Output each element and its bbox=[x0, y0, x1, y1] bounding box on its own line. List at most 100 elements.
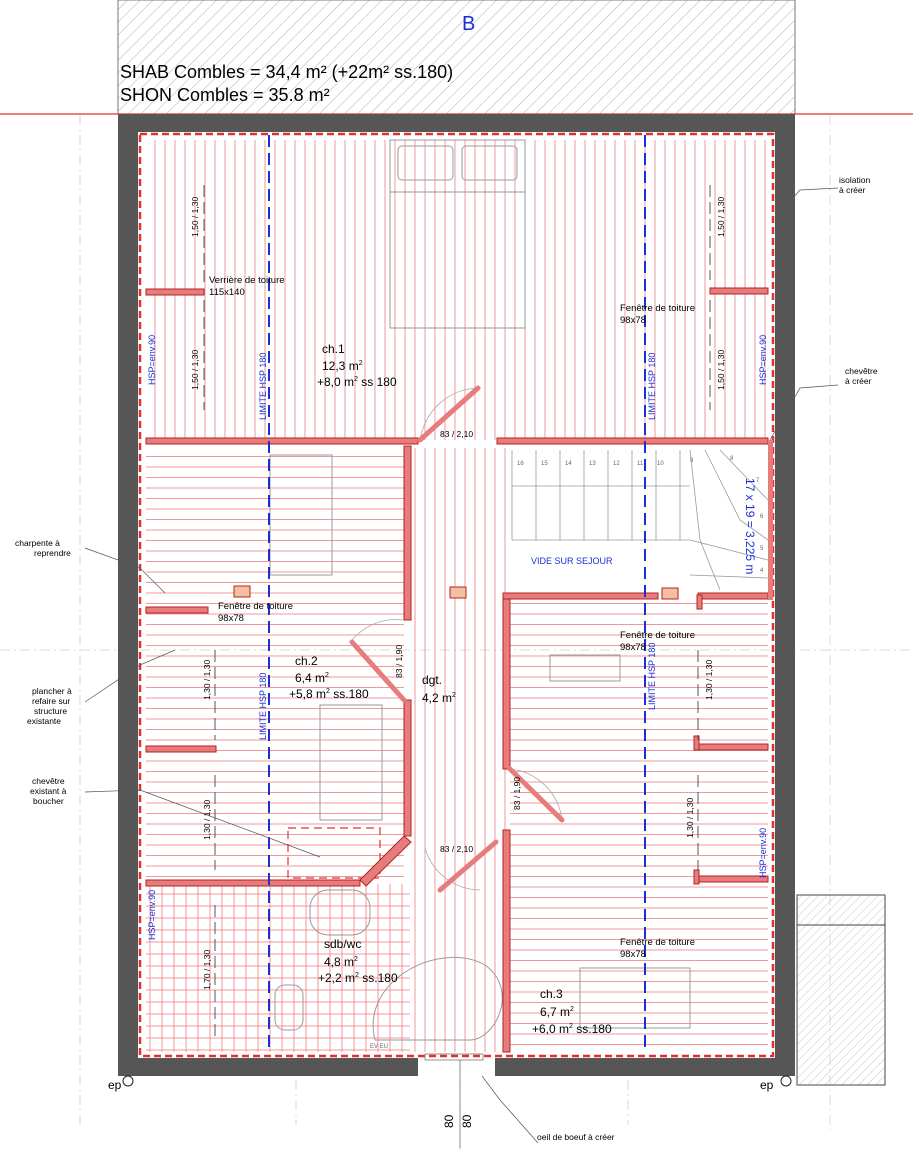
svg-text:+6,0 m2 ss.180: +6,0 m2 ss.180 bbox=[532, 1022, 612, 1036]
annot-charpente: charpente à bbox=[15, 538, 60, 548]
annot-isolation: à créer bbox=[839, 185, 866, 195]
dim-label: 80 bbox=[460, 1114, 474, 1128]
sup: 2 bbox=[359, 360, 363, 367]
room-extra: +5,8 m bbox=[289, 687, 326, 701]
stair-number: 15 bbox=[541, 461, 548, 467]
svg-text:+8,0 m2 ss 180: +8,0 m2 ss 180 bbox=[317, 375, 397, 389]
outer-walls bbox=[118, 114, 795, 1076]
door-swings bbox=[351, 387, 563, 891]
room-ch1: ch.1 12,3 m2 +8,0 m2 ss 180 bbox=[317, 342, 397, 389]
window-size: 115x140 bbox=[209, 287, 245, 298]
window-title: Fenêtre de toiture bbox=[218, 601, 293, 612]
stairs-label: 17 x 19 = 3,225 m bbox=[743, 478, 757, 574]
svg-text:6,4 m2: 6,4 m2 bbox=[295, 671, 329, 685]
window-title: Fenêtre de toiture bbox=[620, 303, 695, 314]
limite-hsp-label: LIMITE HSP 180 bbox=[647, 353, 657, 420]
dim-label: 1,30 / 1,30 bbox=[704, 660, 714, 700]
dim-label: 1,30 / 1,30 bbox=[202, 800, 212, 840]
svg-text:4,8 m2: 4,8 m2 bbox=[324, 955, 358, 969]
furniture bbox=[269, 454, 691, 1041]
room-extra-suffix: ss 180 bbox=[358, 375, 397, 389]
ev-eu-label: EV EU bbox=[370, 1044, 388, 1050]
stair-numbers: 16 15 14 13 12 11 10 9 8 7 6 5 4 bbox=[517, 456, 764, 574]
annot-chevetre: à créer bbox=[845, 376, 872, 386]
annot-isolation: isolation bbox=[839, 175, 870, 185]
room-name: ch.2 bbox=[295, 654, 318, 668]
room-area: 6,4 m bbox=[295, 671, 325, 685]
dim-label: 1,70 / 1,30 bbox=[202, 950, 212, 990]
room-name: dgt. bbox=[422, 673, 442, 687]
stair-wall bbox=[768, 440, 773, 600]
dimension-labels: 1,50 / 1,30 1,50 / 1,30 1,50 / 1,30 1,50… bbox=[190, 197, 726, 1128]
ep-markers bbox=[122, 1075, 792, 1087]
room-name: sdb/wc bbox=[324, 937, 361, 951]
sup: 2 bbox=[452, 692, 456, 699]
dim-label: 1,50 / 1,30 bbox=[716, 350, 726, 390]
window-size: 98x78 bbox=[620, 315, 646, 326]
room-extra-suffix: ss.180 bbox=[573, 1022, 612, 1036]
room-extra: +8,0 m bbox=[317, 375, 354, 389]
dim-label: 83 / 2,10 bbox=[440, 429, 473, 439]
ep-right-label: ep bbox=[760, 1078, 774, 1092]
annot-plancher: structure bbox=[34, 706, 67, 716]
sup: 2 bbox=[326, 688, 330, 695]
sup: 2 bbox=[354, 376, 358, 383]
roof-window-lines bbox=[203, 185, 711, 1040]
hsp-env-label: HSP=env.90 bbox=[147, 335, 157, 385]
oeil-de-boeuf-symbol bbox=[424, 1053, 484, 1148]
room-dgt: dgt. 4,2 m2 bbox=[422, 673, 456, 705]
svg-text:+5,8 m2 ss.180: +5,8 m2 ss.180 bbox=[289, 687, 369, 701]
stair-number: 10 bbox=[657, 461, 664, 467]
stair-number: 6 bbox=[760, 514, 764, 520]
roof-hatch-area bbox=[117, 0, 796, 115]
stair-number: 11 bbox=[637, 461, 644, 467]
annot-plancher: existante bbox=[27, 716, 61, 726]
limite-hsp-label: LIMITE HSP 180 bbox=[258, 353, 268, 420]
room-area: 6,7 m bbox=[540, 1005, 570, 1019]
sup: 2 bbox=[569, 1023, 573, 1030]
room-area: 4,2 m bbox=[422, 691, 452, 705]
window-title: Verrière de toiture bbox=[209, 275, 285, 286]
annot-oeil: oeil de boeuf à créer bbox=[537, 1132, 615, 1142]
interior-walls bbox=[145, 287, 769, 1053]
hsp-env-label: HSP=env.90 bbox=[147, 890, 157, 940]
stair-number: 12 bbox=[613, 461, 620, 467]
window-title: Fenêtre de toiture bbox=[620, 630, 695, 641]
annot-chevetre-existant: chevêtre bbox=[32, 776, 65, 786]
svg-text:6,7 m2: 6,7 m2 bbox=[540, 1005, 574, 1019]
annot-chevetre-existant: existant à bbox=[30, 786, 67, 796]
room-sdb-wc: sdb/wc 4,8 m2 +2,2 m2 ss.180 bbox=[318, 937, 398, 985]
room-extra: +6,0 m bbox=[532, 1022, 569, 1036]
shower-outline bbox=[287, 827, 381, 879]
stair-void bbox=[510, 448, 769, 594]
hsp-limit-lines bbox=[268, 135, 646, 1052]
stair-number: 5 bbox=[760, 546, 764, 552]
sup: 2 bbox=[570, 1006, 574, 1013]
annot-plancher: plancher à bbox=[32, 686, 72, 696]
limite-hsp-label: LIMITE HSP 180 bbox=[258, 673, 268, 740]
stair-number: 14 bbox=[565, 461, 572, 467]
room-extra-suffix: ss.180 bbox=[359, 971, 398, 985]
room-ch3: ch.3 6,7 m2 +6,0 m2 ss.180 bbox=[532, 987, 612, 1036]
room-area: 12,3 m bbox=[322, 359, 359, 373]
chevetre-markers bbox=[233, 585, 679, 600]
bed bbox=[389, 139, 526, 329]
stair-number: 13 bbox=[589, 461, 596, 467]
stair-number: 8 bbox=[730, 456, 734, 462]
annot-charpente: reprendre bbox=[34, 548, 71, 558]
dim-label: 83 / 1,90 bbox=[394, 645, 404, 678]
dim-label: 83 / 2,10 bbox=[440, 844, 473, 854]
sup: 2 bbox=[325, 672, 329, 679]
svg-text:12,3 m2: 12,3 m2 bbox=[322, 359, 363, 373]
door-leaves bbox=[349, 385, 565, 893]
window-title: Fenêtre de toiture bbox=[620, 937, 695, 948]
section-marker: B bbox=[462, 13, 475, 35]
dim-label: 80 bbox=[442, 1114, 456, 1128]
room-extra-suffix: ss.180 bbox=[330, 687, 369, 701]
annotations: isolation à créer chevêtre à créer charp… bbox=[15, 175, 878, 1142]
annot-chevetre-existant: boucher bbox=[33, 796, 64, 806]
dim-label: 1,30 / 1,30 bbox=[202, 660, 212, 700]
hsp-env-label: HSP=env.90 bbox=[758, 828, 768, 878]
ep-left-label: ep bbox=[108, 1078, 122, 1092]
